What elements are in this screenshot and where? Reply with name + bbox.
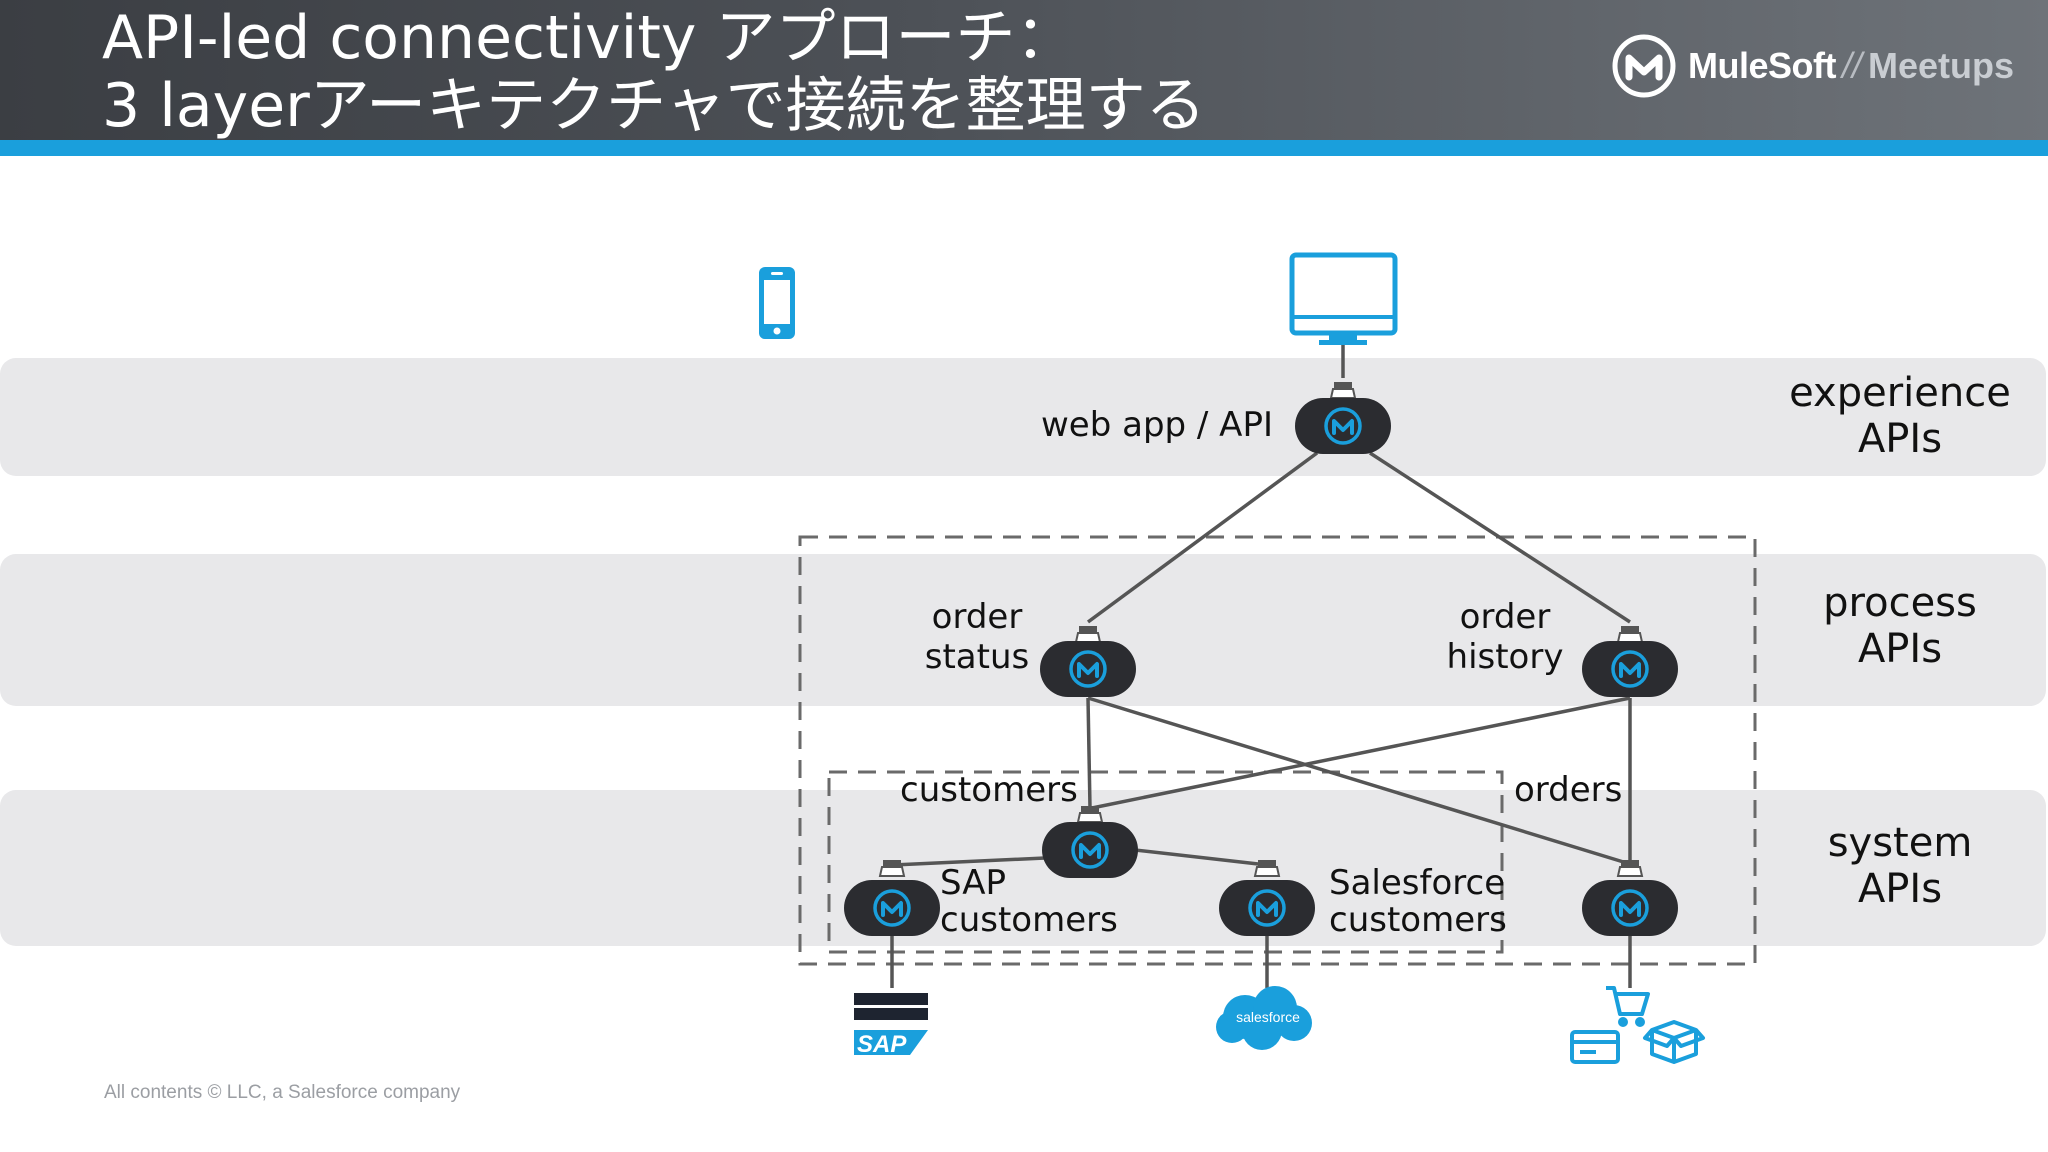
system-apis-label: system APIs: [1770, 820, 2030, 912]
slide-header: API-led connectivity アプローチ： 3 layerアーキテク…: [0, 0, 2048, 140]
sap-customers-label-line-2: customers: [940, 900, 1118, 940]
salesforce-logo-text: salesforce: [1236, 1009, 1300, 1025]
order-history-node: [1580, 639, 1680, 699]
title-line-1: API-led connectivity アプローチ：: [102, 3, 1076, 73]
connection-lines: [890, 340, 1632, 988]
salesforce-cloud-icon: salesforce: [1216, 986, 1312, 1050]
salesforce-customers-label-line-1: Salesforce: [1329, 863, 1506, 903]
logo-secondary-text: Meetups: [1868, 45, 2015, 86]
process-system-group-outline: [798, 535, 1757, 966]
copyright-footer: All contents © LLC, a Salesforce company: [104, 1082, 461, 1103]
orders-node: [1580, 878, 1680, 938]
slide-title: API-led connectivity アプローチ： 3 layerアーキテク…: [102, 4, 1206, 140]
system-apis-label-line-1: system: [1827, 820, 1973, 866]
orders-label: orders: [1514, 770, 1623, 810]
order-status-label: order status: [922, 597, 1032, 677]
credit-card-icon: [1570, 1030, 1620, 1064]
sap-customers-node: [842, 878, 942, 938]
order-status-node: [1038, 639, 1138, 699]
logo-primary-text: MuleSoft: [1688, 45, 1836, 86]
order-history-label-line-2: history: [1446, 637, 1564, 677]
order-history-label: order history: [1443, 597, 1567, 677]
sap-icon: SAP: [854, 993, 928, 1058]
process-layer-band: [0, 554, 2046, 706]
mulesoft-meetups-logo: MuleSoft // Meetups: [1612, 34, 2014, 98]
experience-apis-label-line-1: experience: [1789, 370, 2011, 416]
customers-label: customers: [900, 770, 1078, 810]
experience-apis-label: experience APIs: [1770, 370, 2030, 462]
shopping-cart-icon: [1606, 986, 1650, 1027]
package-box-icon: [1643, 1020, 1705, 1064]
experience-layer-band: [0, 358, 2046, 476]
mulesoft-logo-icon: [1612, 34, 1676, 98]
web-app-api-node: [1293, 396, 1393, 456]
customers-group-outline: [827, 770, 1504, 954]
logo-separator: //: [1841, 45, 1862, 86]
experience-apis-label-line-2: APIs: [1857, 416, 1943, 462]
system-layer-band: [0, 790, 2046, 946]
order-history-label-line-1: order: [1459, 597, 1551, 637]
mobile-phone-icon: [759, 267, 795, 339]
process-apis-label-line-1: process: [1823, 580, 1977, 626]
title-line-2: 3 layerアーキテクチャで接続を整理する: [102, 71, 1206, 141]
sap-logo-text: SAP: [857, 1031, 907, 1058]
salesforce-customers-label: Salesforce customers: [1329, 865, 1507, 939]
process-apis-label-line-2: APIs: [1857, 626, 1943, 672]
order-status-label-line-2: status: [924, 637, 1030, 677]
desktop-monitor-icon: [1289, 252, 1398, 345]
sap-customers-label: SAP customers: [940, 865, 1118, 939]
salesforce-customers-label-line-2: customers: [1329, 900, 1507, 940]
sap-customers-label-line-1: SAP: [940, 863, 1006, 903]
order-status-label-line-1: order: [931, 597, 1023, 637]
process-apis-label: process APIs: [1770, 580, 2030, 672]
web-app-api-label: web app / API: [1041, 405, 1273, 445]
commerce-icons: [1570, 986, 1705, 1064]
salesforce-customers-node: [1217, 878, 1317, 938]
header-accent-bar: [0, 140, 2048, 156]
system-apis-label-line-2: APIs: [1857, 866, 1943, 912]
